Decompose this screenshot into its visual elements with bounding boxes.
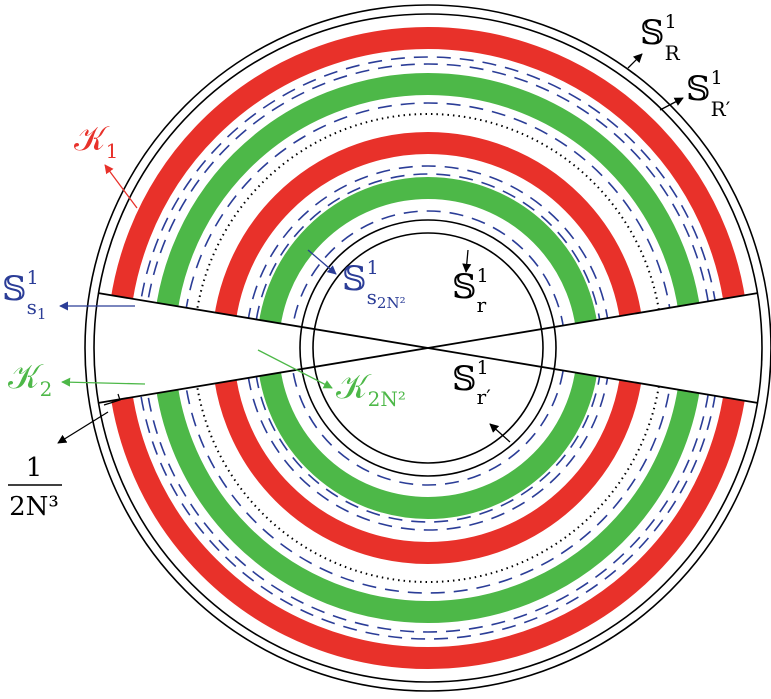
fraction-numerator: 1 <box>26 453 43 483</box>
circle-S-r <box>299 219 557 477</box>
annotation-arrows <box>57 53 684 444</box>
arrow-frac <box>57 411 109 444</box>
boundary-circles <box>84 4 771 692</box>
wedge-mask-right <box>428 292 764 404</box>
circle-S-Rp <box>93 13 763 683</box>
wedge-width-tick <box>103 393 121 406</box>
arrow-S-R <box>627 53 643 69</box>
label-K1: 𝒦1 <box>74 119 118 163</box>
arrow-S-s2N2 <box>307 249 337 275</box>
wedge-mask-layer <box>92 292 764 404</box>
wedge-lines <box>98 292 758 406</box>
wedge-line-2 <box>98 292 758 404</box>
wedge-mask-left <box>92 292 428 404</box>
fraction-denominator: 2N³ <box>9 492 59 522</box>
circle-S-rp <box>312 232 544 464</box>
arrow-S-rp <box>489 423 511 443</box>
circle-S-R <box>84 4 771 692</box>
label-K2: 𝒦2 <box>8 357 52 401</box>
arrow-K1 <box>104 164 138 209</box>
arrow-K2 <box>61 377 146 387</box>
arrow-K2N2 <box>257 349 333 389</box>
arrow-S-r <box>462 249 472 273</box>
arrow-S-Rp <box>659 97 684 111</box>
label-K2N2: 𝒦2N² <box>336 367 406 411</box>
